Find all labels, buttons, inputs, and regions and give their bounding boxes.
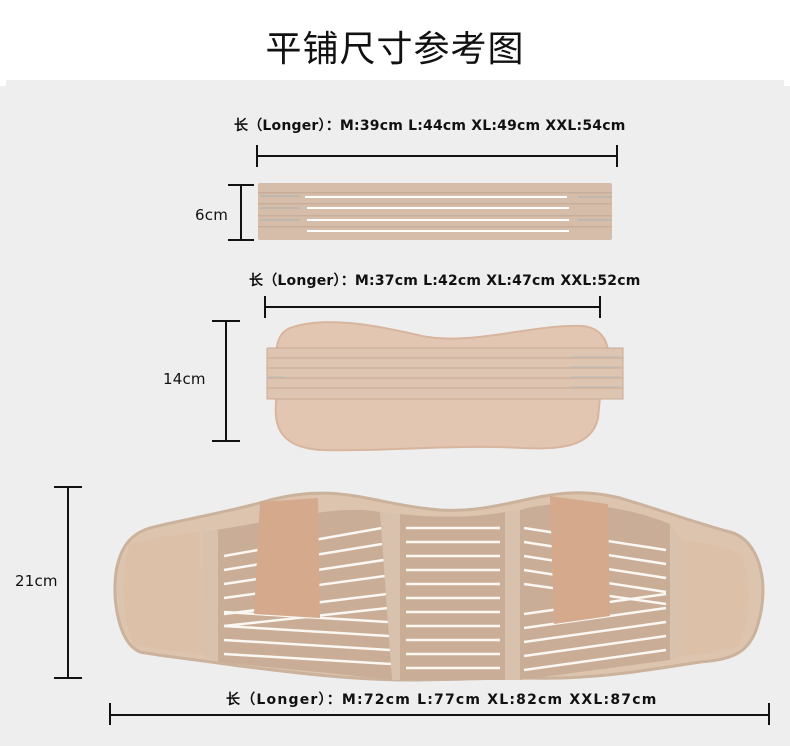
pad-height-label: 14cm bbox=[163, 370, 206, 388]
strap-height-label: 6cm bbox=[195, 206, 229, 224]
dimension-tick bbox=[54, 486, 82, 488]
narrow-strap-image bbox=[258, 183, 612, 240]
strap-length-dimension-line bbox=[257, 155, 618, 157]
dimension-tick bbox=[228, 239, 254, 241]
dimension-tick bbox=[212, 320, 240, 322]
belt-length-dimension-line bbox=[110, 714, 770, 716]
pad-with-straps-image bbox=[266, 321, 624, 452]
belt-height-label: 21cm bbox=[15, 572, 58, 590]
panel-corner bbox=[0, 80, 6, 86]
dimension-tick bbox=[599, 296, 601, 318]
page-title: 平铺尺寸参考图 bbox=[265, 29, 525, 70]
pad-length-label: 长（Longer）：M:37cm L:42cm XL:47cm XXL:52cm bbox=[249, 273, 641, 289]
wide-support-belt-image bbox=[113, 491, 765, 682]
dimension-tick bbox=[768, 703, 770, 725]
pad-length-dimension-line bbox=[265, 306, 600, 308]
belt-length-label: 长（Longer）：M:72cm L:77cm XL:82cm XXL:87cm bbox=[226, 692, 658, 708]
dimension-tick bbox=[109, 703, 111, 725]
dimension-tick bbox=[616, 145, 618, 167]
strap-height-dimension-line bbox=[240, 184, 242, 241]
panel-corner bbox=[784, 80, 790, 86]
dimension-tick bbox=[54, 677, 82, 679]
dimension-tick bbox=[228, 184, 254, 186]
strap-length-label: 长（Longer）：M:39cm L:44cm XL:49cm XXL:54cm bbox=[234, 118, 626, 134]
dimension-tick bbox=[264, 296, 266, 318]
pad-height-dimension-line bbox=[225, 321, 227, 442]
dimension-tick bbox=[212, 440, 240, 442]
dimension-tick bbox=[256, 145, 258, 167]
belt-height-dimension-line bbox=[67, 487, 69, 679]
